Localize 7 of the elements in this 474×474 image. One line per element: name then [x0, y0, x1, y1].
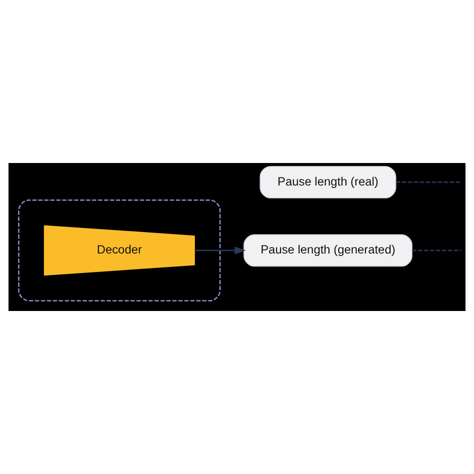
connector [412, 250, 462, 252]
node-box: Pause length (generated) [244, 234, 412, 267]
node-box: Decoder [44, 225, 195, 276]
cluster [18, 199, 221, 302]
arrow [194, 246, 246, 254]
node-box: Pause length (real) [260, 166, 396, 198]
connector [396, 182, 462, 183]
